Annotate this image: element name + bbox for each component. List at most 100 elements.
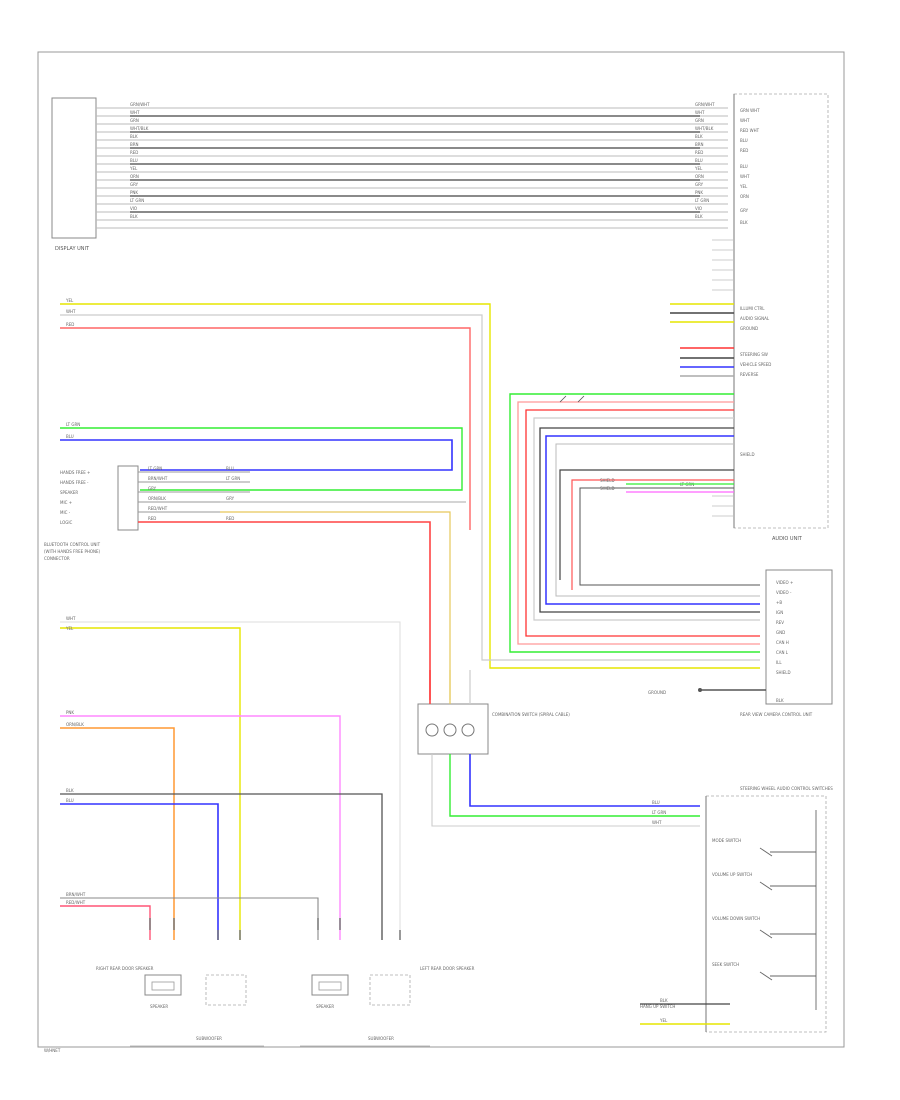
audio-unit-stub-lines [712, 239, 734, 517]
svg-text:VIDEO -: VIDEO - [776, 590, 792, 595]
svg-text:GRY: GRY [226, 496, 235, 501]
svg-text:VIDEO +: VIDEO + [776, 580, 793, 585]
svg-text:LT GRN: LT GRN [226, 476, 240, 481]
svg-text:BLK: BLK [66, 788, 74, 793]
diagram-frame [37, 51, 845, 1048]
speaker-2: SPEAKER [311, 974, 349, 1009]
svg-text:WHT: WHT [740, 174, 750, 179]
svg-text:GRN/WHT: GRN/WHT [695, 102, 715, 107]
svg-text:YEL: YEL [65, 298, 74, 303]
svg-text:LT GRN: LT GRN [66, 422, 80, 427]
subwoofer-1: SUBWOOFER [196, 974, 247, 1041]
svg-text:CONNECTOR: CONNECTOR [44, 556, 70, 561]
steering-switch-bottom-wires: BLK YEL [640, 998, 730, 1025]
svg-text:ORN/BLK: ORN/BLK [66, 722, 84, 727]
switch-feed-labels: BLU LT GRN WHT [652, 800, 666, 825]
svg-text:BLU: BLU [66, 798, 74, 803]
svg-text:BLU: BLU [695, 158, 703, 163]
top-wire-bundle-dark [130, 115, 700, 213]
svg-text:MIC +: MIC + [60, 500, 72, 505]
svg-text:CAN L: CAN L [776, 650, 789, 655]
svg-text:VOLUME DOWN SWITCH: VOLUME DOWN SWITCH [712, 916, 760, 921]
svg-text:YEL: YEL [659, 1018, 668, 1023]
svg-text:WHT: WHT [695, 110, 705, 115]
svg-text:BLK: BLK [660, 998, 668, 1003]
svg-text:BRN/WHT: BRN/WHT [66, 892, 86, 897]
audio-left-pink [626, 483, 734, 493]
svg-text:+B: +B [776, 600, 782, 605]
combination-switch-leads [429, 670, 700, 827]
top-wire-labels-left: GRN/WHT WHT GRN WHT/BLK BLK BRN RED BLU … [129, 102, 150, 219]
ltgrn-blu-wires [60, 427, 463, 491]
svg-text:GRN: GRN [130, 118, 139, 123]
speaker-connectors [149, 918, 401, 940]
svg-text:LT GRN: LT GRN [652, 810, 666, 815]
display-unit: DISPLAY UNIT [51, 97, 97, 252]
svg-text:SHIELD: SHIELD [600, 478, 615, 483]
rear-view-camera-label: REAR VIEW CAMERA CONTROL UNIT [740, 712, 813, 717]
svg-text:RED: RED [148, 516, 156, 521]
svg-text:ILLUMI CTRL: ILLUMI CTRL [740, 306, 765, 311]
svg-text:GRN: GRN [695, 118, 704, 123]
svg-text:AUDIO SIGNAL: AUDIO SIGNAL [740, 316, 770, 321]
top-wire-labels-right: GRN/WHT WHT GRN WHT/BLK BLK BRN RED BLU … [694, 102, 715, 219]
svg-text:LT GRN: LT GRN [148, 466, 162, 471]
svg-text:BLU: BLU [226, 466, 234, 471]
svg-text:WHT/BLK: WHT/BLK [695, 126, 714, 131]
svg-text:BLK: BLK [695, 214, 703, 219]
svg-text:SEEK SWITCH: SEEK SWITCH [712, 962, 739, 967]
svg-text:GROUND: GROUND [648, 690, 666, 695]
svg-text:BLU: BLU [740, 164, 748, 169]
svg-text:SHIELD: SHIELD [740, 452, 755, 457]
svg-text:PNK: PNK [695, 190, 703, 195]
svg-text:WHT: WHT [652, 820, 662, 825]
svg-text:YEL: YEL [65, 626, 74, 631]
svg-text:ORN: ORN [695, 174, 704, 179]
audio-unit: AUDIO UNIT [733, 93, 829, 542]
svg-text:SHIELD: SHIELD [776, 670, 791, 675]
bluetooth-unit-label: BLUETOOTH CONTROL UNIT [44, 542, 101, 547]
page-ref: W/HNET [44, 1048, 61, 1053]
svg-text:RED: RED [695, 150, 703, 155]
lower-left-labels: WHT YEL PNK ORN/BLK BLK BLU BRN/WHT RED/… [65, 616, 86, 905]
svg-text:LT GRN: LT GRN [695, 198, 709, 203]
svg-text:ORN/BLK: ORN/BLK [148, 496, 166, 501]
svg-text:WHT: WHT [66, 309, 76, 314]
audio-connector-stubs [670, 303, 734, 377]
bluetooth-wire-labels: LT GRN BRN/WHT GRY ORN/BLK RED/WHT RED B… [148, 466, 240, 521]
svg-text:RED WHT: RED WHT [740, 128, 760, 133]
svg-text:RED/WHT: RED/WHT [66, 900, 86, 905]
bluetooth-output-wires [138, 471, 466, 700]
svg-text:VOLUME UP SWITCH: VOLUME UP SWITCH [712, 872, 752, 877]
svg-text:WHT: WHT [130, 110, 140, 115]
svg-text:LT GRN: LT GRN [130, 198, 144, 203]
combination-switch-label: COMBINATION SWITCH (SPIRAL CABLE) [492, 712, 570, 717]
svg-text:HANDS FREE -: HANDS FREE - [60, 480, 89, 485]
right-rear-speaker: RIGHT REAR DOOR SPEAKER SPEAKER [96, 966, 182, 1009]
audio-unit-side-labels: ILLUMI CTRL AUDIO SIGNAL GROUND STEERING… [740, 306, 771, 457]
audio-unit-label: AUDIO UNIT [772, 536, 803, 542]
svg-text:SUBWOOFER: SUBWOOFER [368, 1036, 394, 1041]
svg-text:GND: GND [776, 630, 785, 635]
steering-switch-items: MODE SWITCH VOLUME UP SWITCH VOLUME DOWN… [640, 838, 760, 1009]
svg-text:GRY: GRY [130, 182, 139, 187]
svg-text:YEL: YEL [739, 184, 748, 189]
steering-switch-assembly: STEERING WHEEL AUDIO CONTROL SWITCHES [705, 786, 833, 1033]
svg-text:PNK: PNK [66, 710, 74, 715]
camera-pin-labels: VIDEO + VIDEO - +B IGN REV GND CAN H CAN… [776, 580, 793, 703]
svg-text:CAN H: CAN H [776, 640, 789, 645]
svg-text:GRN/WHT: GRN/WHT [130, 102, 150, 107]
svg-text:IGN: IGN [776, 610, 783, 615]
combination-switch: COMBINATION SWITCH (SPIRAL CABLE) [417, 703, 570, 755]
right-rear-speaker-label: RIGHT REAR DOOR SPEAKER [96, 966, 154, 971]
svg-text:WHT/BLK: WHT/BLK [130, 126, 149, 131]
steering-switch-label: STEERING WHEEL AUDIO CONTROL SWITCHES [740, 786, 833, 791]
svg-text:GROUND: GROUND [740, 326, 758, 331]
svg-text:BLU: BLU [740, 138, 748, 143]
svg-text:HANG UP SWITCH: HANG UP SWITCH [640, 1004, 675, 1009]
left-rear-speaker-label: LEFT REAR DOOR SPEAKER [420, 966, 475, 971]
bluetooth-unit: BLUETOOTH CONTROL UNIT (WITH HANDS FREE … [44, 465, 139, 561]
audio-unit-pin-labels: GRN WHT WHT RED WHT BLU RED BLU WHT YEL … [739, 108, 760, 225]
svg-text:BRN: BRN [695, 142, 704, 147]
